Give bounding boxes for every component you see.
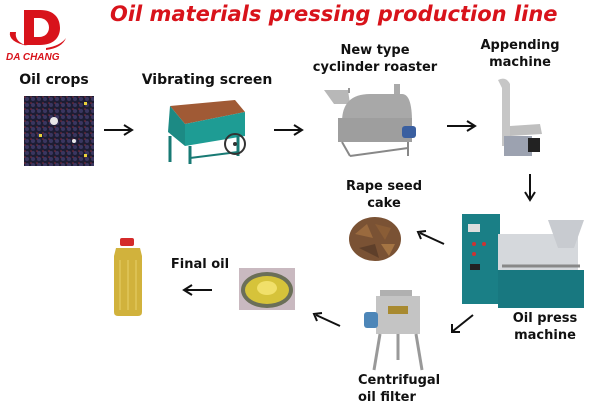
arrow-press-to-filter [451, 314, 474, 333]
cylinder-roaster-image [324, 84, 416, 157]
appending-machine-image [498, 78, 542, 156]
rape-seed-cake-image [349, 217, 401, 261]
arrow-screen-to-roaster [274, 124, 304, 136]
arrow-filter-to-bowl [312, 312, 341, 327]
dachang-logo-icon [9, 10, 66, 50]
page-title: Oil materials pressing production line [110, 2, 558, 26]
oil-press-image [462, 214, 584, 308]
arrow-appending-to-press [524, 174, 536, 202]
logo-text: DA CHANG [6, 52, 60, 63]
oil-bowl-image [239, 268, 295, 310]
arrow-bowl-to-bottle [182, 284, 212, 296]
centrifugal-filter-image [364, 290, 424, 371]
arrow-crops-to-screen [104, 124, 134, 136]
label-oil-crops: Oil crops [19, 72, 89, 88]
arrow-press-to-cake [416, 230, 445, 245]
arrow-roaster-to-appending [447, 120, 477, 132]
vibrating-screen-image [168, 100, 246, 164]
oil-bottle-image [114, 238, 142, 316]
label-vibrating-screen: Vibrating screen [141, 72, 273, 88]
label-final-oil: Final oil [170, 257, 230, 272]
oil-crops-image [24, 96, 94, 166]
